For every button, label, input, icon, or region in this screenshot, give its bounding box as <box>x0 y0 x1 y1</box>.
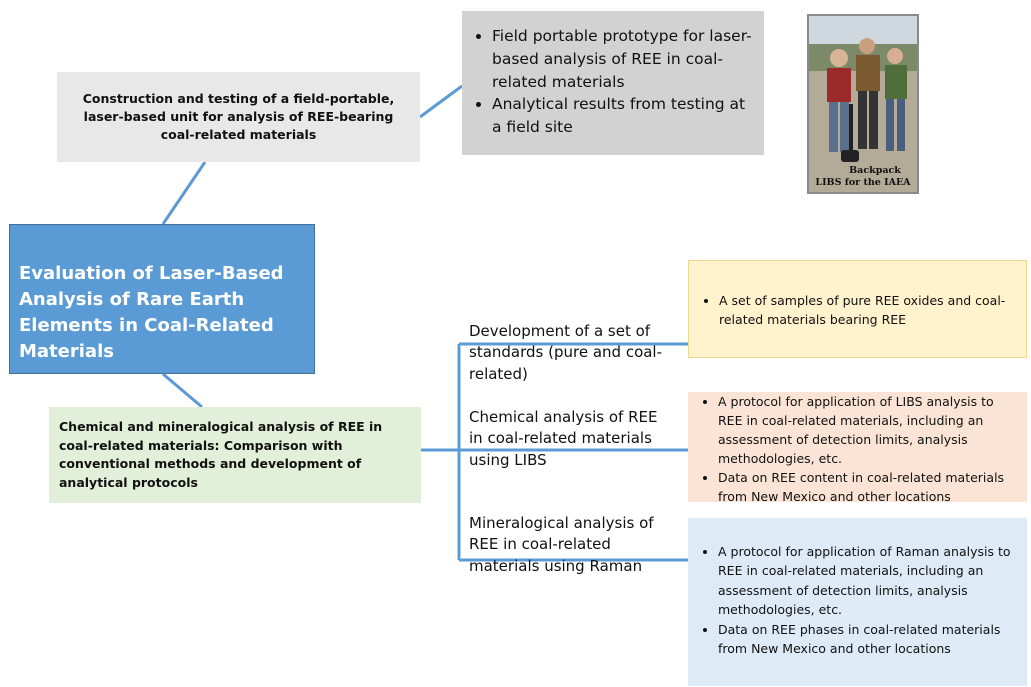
photo-caption-line: Backpack <box>849 165 901 177</box>
output-list: A protocol for application of Raman anal… <box>698 542 1021 658</box>
output-box-libs: A protocol for application of LIBS analy… <box>688 392 1027 504</box>
task1-title: Construction and testing of a field-port… <box>82 90 395 143</box>
output-box-raman: A protocol for application of Raman anal… <box>688 518 1027 686</box>
task1-results-list: Field portable prototype for laser-based… <box>472 25 752 139</box>
backpack-libs-photo: Backpack LIBS for the IAEA <box>807 14 919 194</box>
output-list: A set of samples of pure REE oxides and … <box>699 291 1018 330</box>
output-item: A set of samples of pure REE oxides and … <box>719 291 1018 330</box>
task1-result-item: Analytical results from testing at a fie… <box>492 93 752 139</box>
task2-box: Chemical and mineralogical analysis of R… <box>49 407 421 503</box>
output-box-standards: A set of samples of pure REE oxides and … <box>688 260 1027 358</box>
output-item: A protocol for application of LIBS analy… <box>718 392 1021 468</box>
output-item: Data on REE content in coal-related mate… <box>718 468 1021 506</box>
photo-caption: Backpack LIBS for the IAEA <box>809 165 917 188</box>
connector-main-to-task2 <box>162 372 203 409</box>
main-title-box: Evaluation of Laser-Based Analysis of Ra… <box>9 224 315 374</box>
main-title: Evaluation of Laser-Based Analysis of Ra… <box>19 263 284 363</box>
photo-illustration <box>809 16 917 192</box>
task1-box: Construction and testing of a field-port… <box>57 72 420 162</box>
task1-results-box: Field portable prototype for laser-based… <box>462 11 764 155</box>
connector-task1-to-results <box>419 84 463 119</box>
output-item: A protocol for application of Raman anal… <box>718 542 1021 620</box>
task1-result-item: Field portable prototype for laser-based… <box>492 25 752 93</box>
subtask-label-standards: Development of a set of standards (pure … <box>469 322 663 383</box>
subtask-label-libs: Chemical analysis of REE in coal-related… <box>469 408 658 469</box>
output-item: Data on REE phases in coal-related mater… <box>718 620 1021 659</box>
task2-title: Chemical and mineralogical analysis of R… <box>59 419 383 490</box>
connector-main-to-task1 <box>161 161 207 225</box>
subtask-label-raman: Mineralogical analysis of REE in coal-re… <box>469 514 654 575</box>
output-list: A protocol for application of LIBS analy… <box>698 392 1021 506</box>
photo-caption-line: LIBS for the IAEA <box>815 176 911 188</box>
